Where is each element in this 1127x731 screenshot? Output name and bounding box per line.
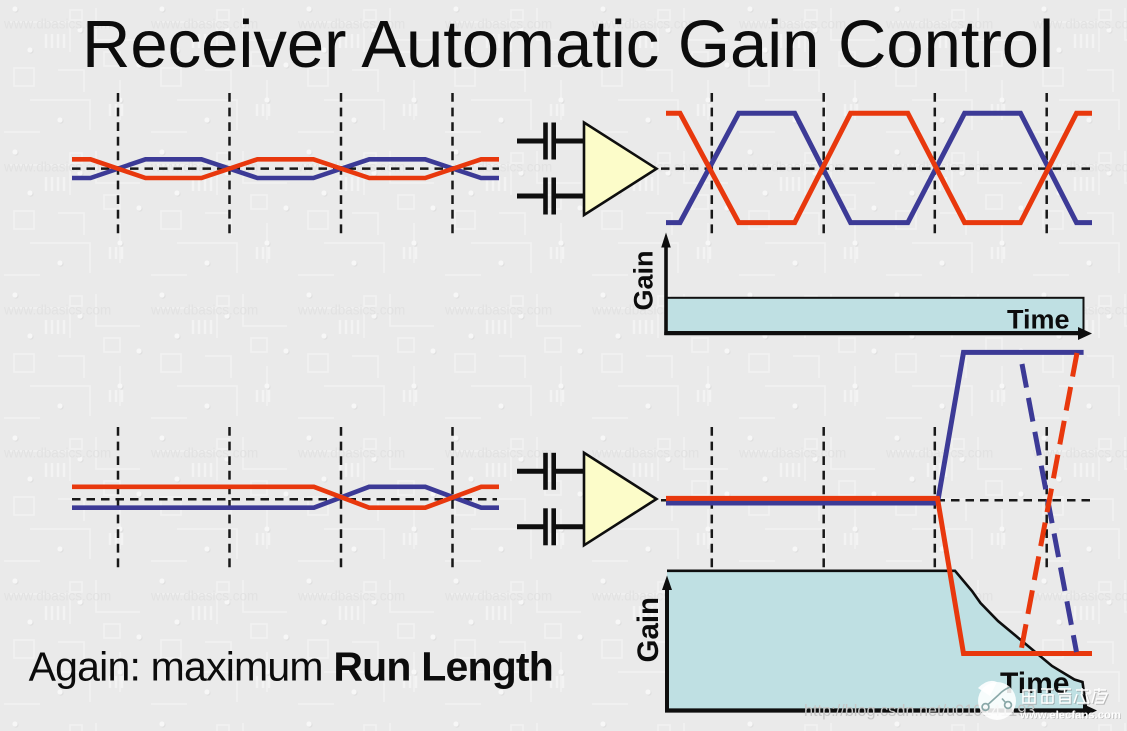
svg-text:Gain: Gain <box>629 250 659 310</box>
svg-text:www.elecfans.com: www.elecfans.com <box>1020 710 1122 722</box>
svg-text:Gain: Gain <box>632 597 665 663</box>
svg-text:Receiver Automatic Gain Contro: Receiver Automatic Gain Control <box>82 7 1054 82</box>
svg-text:Again: maximum Run Length: Again: maximum Run Length <box>29 643 553 689</box>
svg-text:www.elecfans.com: www.elecfans.com <box>1019 709 1121 721</box>
svg-text:Time: Time <box>1007 305 1070 335</box>
svg-text:http://blog.csdn.net/u01014119: http://blog.csdn.net/u010141193 <box>804 702 1035 720</box>
